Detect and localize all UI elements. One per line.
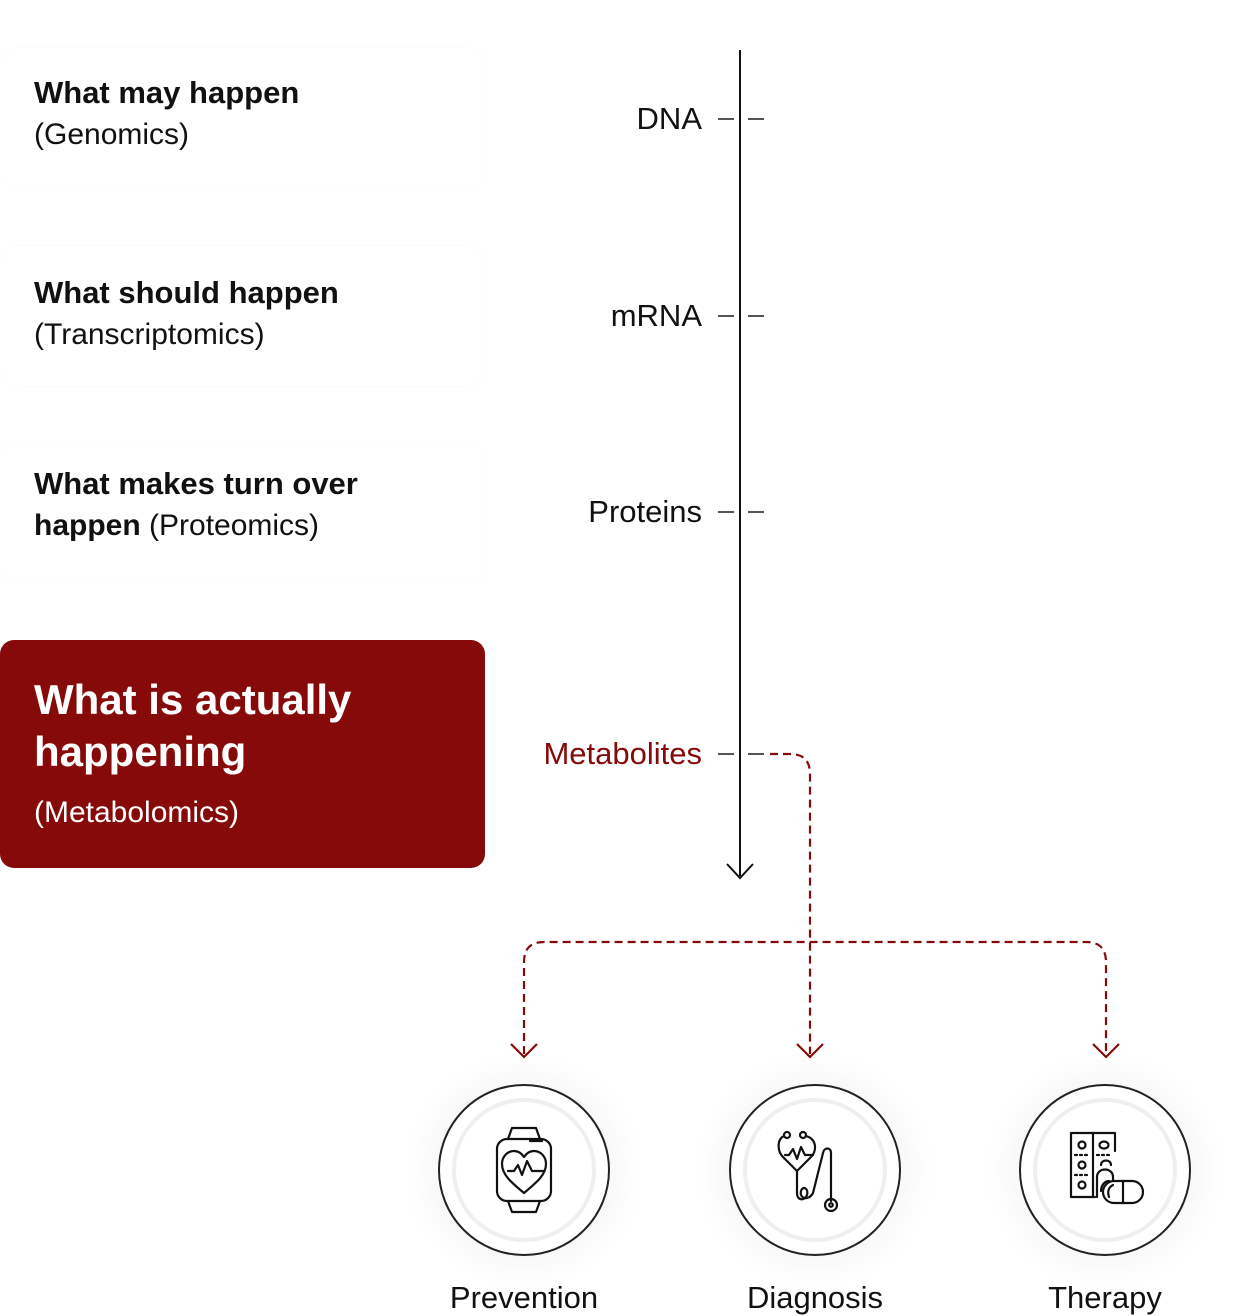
outcome-ring — [729, 1084, 901, 1256]
card-title-line2: happen — [34, 509, 141, 542]
outcome-ring — [438, 1084, 610, 1256]
outcome-label: Therapy — [1048, 1280, 1162, 1315]
level-label-dna: DNA — [636, 101, 702, 136]
arrowhead-diagnosis — [796, 1043, 824, 1059]
stethoscope-icon — [777, 1130, 839, 1213]
pills-icon — [1069, 1131, 1145, 1205]
outcome-label: Prevention — [449, 1280, 599, 1315]
level-label-proteins: Proteins — [588, 494, 702, 529]
card-subtitle: (Metabolomics) — [34, 796, 240, 829]
card-transcriptomics: What should happen (Transcriptomics) — [0, 246, 485, 386]
smartwatch-heart-icon — [495, 1126, 553, 1214]
outcome-therapy: Therapy — [985, 1084, 1225, 1315]
outcome-diagnosis: Diagnosis — [695, 1084, 935, 1315]
card-subtitle-line: happen (Proteomics) — [34, 505, 485, 547]
metabolites-connector — [770, 752, 812, 1054]
card-subtitle: (Transcriptomics) — [34, 318, 265, 351]
outcome-label: Diagnosis — [746, 1280, 884, 1315]
arrowhead-prevention — [510, 1043, 538, 1059]
branch-connector — [522, 940, 1108, 1054]
outcome-prevention: Prevention — [404, 1084, 644, 1315]
main-axis-arrowhead — [726, 863, 754, 880]
arrowhead-therapy — [1092, 1043, 1120, 1059]
card-subtitle: (Genomics) — [34, 118, 190, 151]
outcome-ring — [1019, 1084, 1191, 1256]
card-subtitle: (Proteomics) — [149, 509, 320, 542]
card-title: What makes turn over — [34, 466, 358, 501]
card-title: What is actually — [34, 676, 352, 723]
card-genomics: What may happen (Genomics) — [0, 48, 485, 188]
card-title: What should happen — [34, 275, 339, 310]
card-title: What may happen — [34, 75, 300, 110]
card-title-line2: happening — [34, 728, 247, 775]
level-label-mrna: mRNA — [610, 298, 702, 333]
card-proteomics: What makes turn over happen (Proteomics) — [0, 443, 485, 583]
card-metabolomics: What is actually happening (Metabolomics… — [0, 640, 485, 868]
level-label-metabolites: Metabolites — [543, 736, 702, 771]
